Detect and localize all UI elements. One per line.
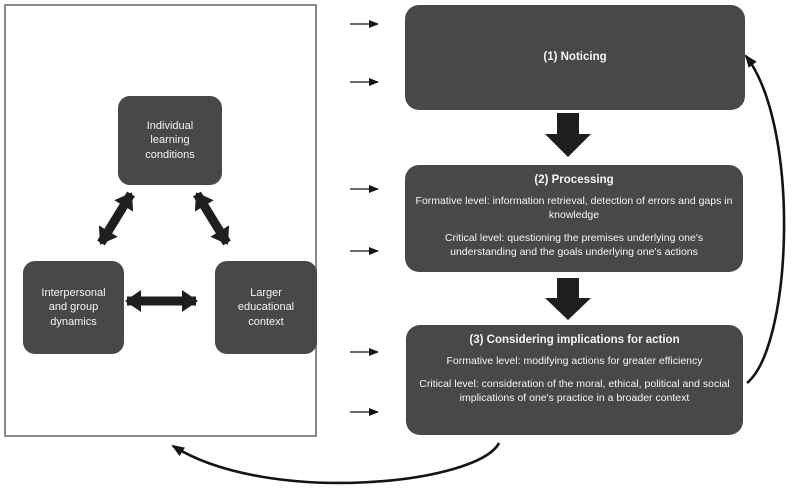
stage-2-processing-box: (2) Processing Formative level: informat…: [405, 165, 743, 272]
feedback-arrow-stage3-to-context-panel: [171, 442, 501, 485]
stage-3-title: (3) Considering implications for action: [469, 334, 680, 346]
stage-2-title: (2) Processing: [534, 174, 614, 186]
stage-3-critical-level-text: Critical level: consideration of the mor…: [419, 378, 730, 404]
context-box-larger-educational-context: Larger educational context: [215, 261, 317, 354]
down-block-arrow-stage2-stage3: [545, 278, 591, 320]
stage-3-formative-level-text: Formative level: modifying actions for g…: [446, 355, 703, 367]
context-box-interpersonal-group-dynamics: Interpersonal and group dynamics: [23, 261, 124, 354]
context-box-individual-learning-conditions: Individual learning conditions: [118, 96, 222, 185]
stage-1-title: (1) Noticing: [543, 51, 607, 63]
stage-3-considering-implications-box: (3) Considering implications for action …: [406, 325, 743, 435]
feedback-arrow-stage3-to-stage1: [744, 54, 786, 385]
down-block-arrow-stage1-stage2: [545, 113, 591, 157]
stage-2-formative-level-text: Formative level: information retrieval, …: [415, 195, 733, 221]
stage-1-noticing-box: (1) Noticing: [405, 5, 745, 110]
stage-2-critical-level-text: Critical level: questioning the premises…: [444, 232, 704, 258]
context-panel: Individual learning conditions Interpers…: [4, 4, 317, 437]
